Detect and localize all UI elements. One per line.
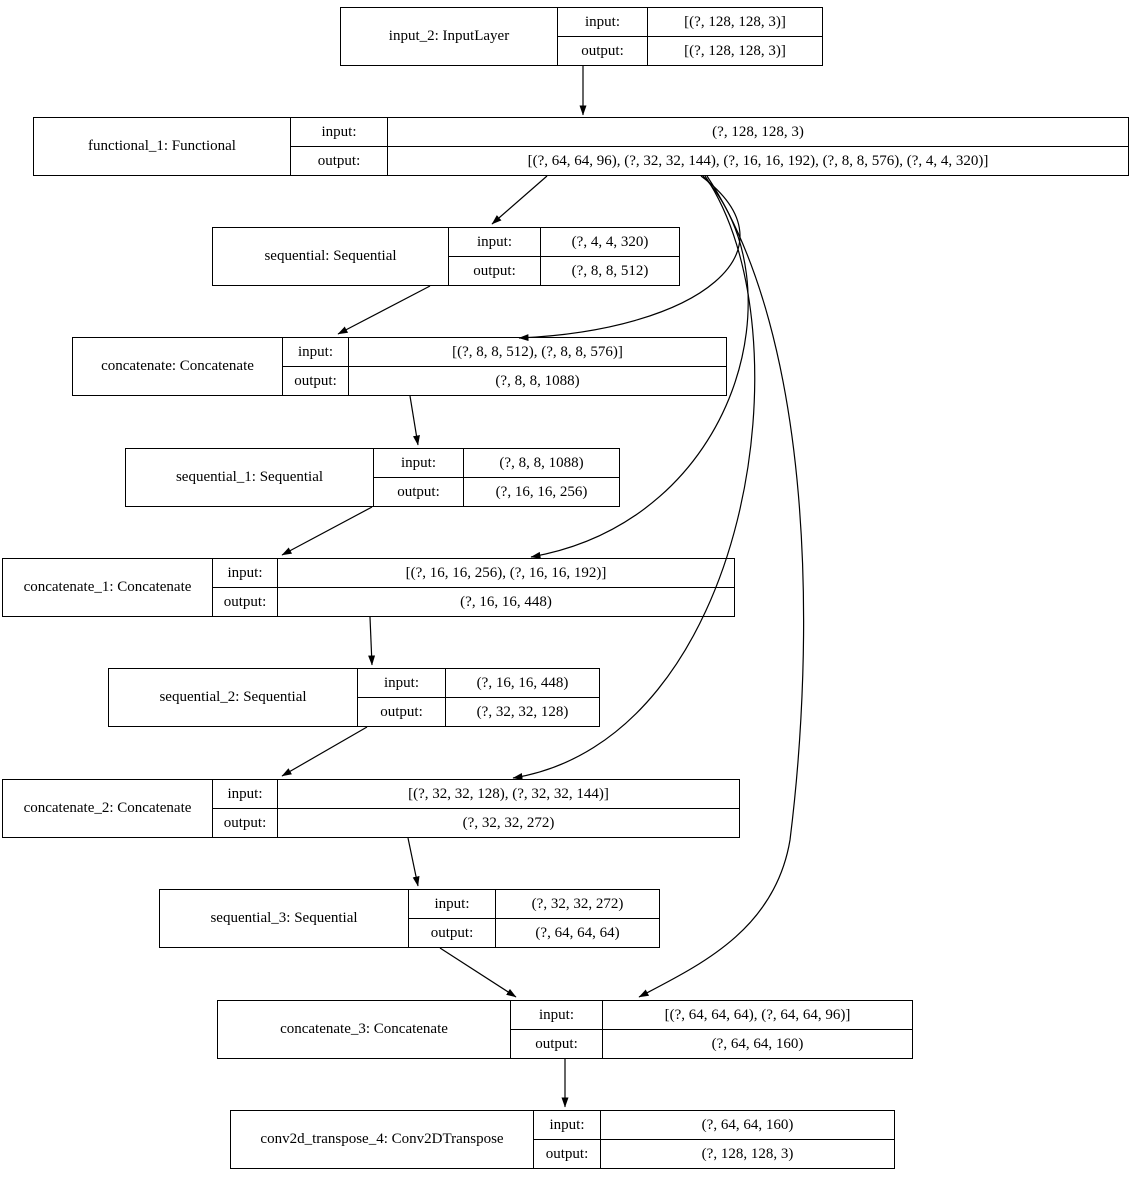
input-shape: (?, 16, 16, 448) [476,674,569,691]
layer-node-functional_1: functional_1: Functional input: (?, 128,… [33,117,1129,176]
layer-node-sequential_2: sequential_2: Sequential input: (?, 16, … [108,668,600,727]
input-label: input: [511,1001,603,1029]
layer-node-concatenate_3: concatenate_3: Concatenate input: [(?, 6… [217,1000,913,1059]
edge-functional_1-to-sequential [491,175,548,225]
output-label: output: [374,478,464,506]
output-shape: [(?, 64, 64, 96), (?, 32, 32, 144), (?, … [527,152,989,169]
output-label: output: [358,698,446,726]
input-shape: [(?, 8, 8, 512), (?, 8, 8, 576)] [452,343,623,360]
input-shape: [(?, 128, 128, 3)] [684,13,786,30]
input-shape: [(?, 32, 32, 128), (?, 32, 32, 144)] [408,785,609,802]
layer-title: functional_1: Functional [34,118,291,175]
input-shape: [(?, 64, 64, 64), (?, 64, 64, 96)] [664,1006,851,1023]
layer-node-input_2: input_2: InputLayer input: [(?, 128, 128… [340,7,823,66]
edge-sequential_1-to-concatenate_1 [281,506,373,556]
layer-node-concatenate_2: concatenate_2: Concatenate input: [(?, 3… [2,779,740,838]
layer-node-sequential_1: sequential_1: Sequential input: (?, 8, 8… [125,448,620,507]
layer-node-conv2d_transpose_4: conv2d_transpose_4: Conv2DTranspose inpu… [230,1110,895,1169]
input-label: input: [534,1111,601,1139]
layer-title: concatenate_2: Concatenate [3,780,213,837]
output-label: output: [213,809,278,837]
layer-title: concatenate_3: Concatenate [218,1001,511,1058]
output-label: output: [283,367,349,395]
layer-title: concatenate_1: Concatenate [3,559,213,616]
output-shape: (?, 32, 32, 272) [462,814,555,831]
input-label: input: [358,669,446,697]
output-label: output: [409,919,496,947]
output-shape: (?, 16, 16, 256) [495,483,588,500]
edge-concatenate_2-to-sequential_3 [407,837,420,887]
input-label: input: [283,338,349,366]
input-label: input: [558,8,648,36]
output-label: output: [449,257,541,285]
input-shape: (?, 64, 64, 160) [701,1116,794,1133]
layer-node-sequential: sequential: Sequential input: (?, 4, 4, … [212,227,680,286]
layer-title: sequential_2: Sequential [109,669,358,726]
output-label: output: [511,1030,603,1058]
layer-title: sequential: Sequential [213,228,449,285]
layer-title: input_2: InputLayer [341,8,558,65]
input-label: input: [449,228,541,256]
input-label: input: [374,449,464,477]
layer-node-concatenate: concatenate: Concatenate input: [(?, 8, … [72,337,727,396]
input-label: input: [291,118,388,146]
input-label: input: [409,890,496,918]
output-shape: (?, 64, 64, 160) [711,1035,804,1052]
output-label: output: [534,1140,601,1168]
output-shape: (?, 16, 16, 448) [460,593,552,610]
output-shape: (?, 64, 64, 64) [535,924,620,941]
output-label: output: [291,147,388,175]
output-shape: [(?, 128, 128, 3)] [684,42,786,59]
layer-title: conv2d_transpose_4: Conv2DTranspose [231,1111,534,1168]
input-shape: (?, 8, 8, 1088) [499,454,584,471]
edge-concatenate_1-to-sequential_2 [368,616,376,666]
input-label: input: [213,559,278,587]
edge-sequential_3-to-concatenate_3 [439,947,517,998]
output-label: output: [558,37,648,65]
input-shape: (?, 32, 32, 272) [531,895,624,912]
output-shape: (?, 8, 8, 1088) [495,372,580,389]
input-label: input: [213,780,278,808]
output-label: output: [213,588,278,616]
layer-title: sequential_3: Sequential [160,890,409,947]
edge-sequential-to-concatenate [337,285,431,335]
output-shape: (?, 128, 128, 3) [701,1145,794,1162]
input-shape: (?, 4, 4, 320) [571,233,649,250]
input-shape: [(?, 16, 16, 256), (?, 16, 16, 192)] [405,564,607,581]
output-shape: (?, 8, 8, 512) [571,262,649,279]
edge-concatenate-to-sequential_1 [409,395,420,446]
edge-sequential_2-to-concatenate_2 [281,726,368,777]
input-shape: (?, 128, 128, 3) [712,123,804,140]
layer-title: concatenate: Concatenate [73,338,283,395]
layer-title: sequential_1: Sequential [126,449,374,506]
output-shape: (?, 32, 32, 128) [476,703,569,720]
layer-node-concatenate_1: concatenate_1: Concatenate input: [(?, 1… [2,558,735,617]
layer-node-sequential_3: sequential_3: Sequential input: (?, 32, … [159,889,660,948]
